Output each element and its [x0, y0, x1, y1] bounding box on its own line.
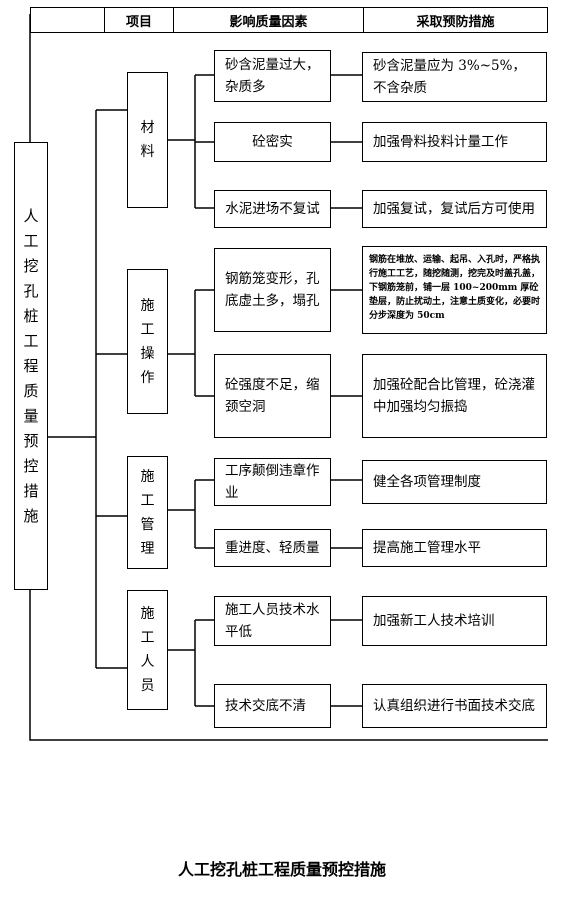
vertical-char: 量 [23, 406, 39, 425]
vertical-char: 桩 [23, 306, 39, 325]
vertical-char: 挖 [23, 256, 39, 275]
factor-box: 工序颠倒违章作业 [214, 458, 331, 506]
vertical-char: 施 [140, 297, 155, 314]
vertical-char: 控 [23, 456, 39, 475]
vertical-char: 工 [23, 331, 39, 350]
measure-box: 提高施工管理水平 [362, 529, 547, 567]
vertical-char: 措 [23, 481, 39, 500]
vertical-char: 施 [140, 468, 155, 485]
header-factor: 影响质量因素 [173, 7, 364, 33]
vertical-char: 施 [23, 506, 39, 525]
factor-box: 技术交底不清 [214, 684, 331, 728]
group-box-management: 施工管理 [127, 456, 168, 569]
root-title-box: 人工挖孔桩工程质量预控措施 [14, 142, 48, 590]
measure-box: 加强骨料投料计量工作 [362, 122, 547, 162]
factor-box: 水泥进场不复试 [214, 190, 331, 228]
measure-box: 钢筋在堆放、运输、起吊、入孔时，严格执行施工工艺，随挖随测，挖完及时盖孔盖，下钢… [362, 246, 547, 334]
vertical-char: 工 [140, 321, 155, 338]
measure-box: 健全各项管理制度 [362, 460, 547, 504]
measure-box: 认真组织进行书面技术交底 [362, 684, 547, 728]
vertical-char: 理 [140, 540, 155, 557]
vertical-char: 员 [140, 678, 155, 694]
group-box-operation: 施工操作 [127, 269, 168, 414]
measure-box: 砂含泥量应为 3%~5%，不含杂质 [362, 52, 547, 102]
vertical-char: 人 [140, 654, 155, 670]
vertical-char: 工 [140, 630, 155, 646]
header-measure: 采取预防措施 [363, 7, 548, 33]
measure-box: 加强砼配合比管理，砼浇灌中加强均匀振捣 [362, 354, 547, 438]
vertical-char: 料 [140, 144, 155, 160]
vertical-char: 质 [23, 381, 39, 400]
measure-box: 加强新工人技术培训 [362, 596, 547, 646]
measure-box: 加强复试，复试后方可使用 [362, 190, 547, 228]
vertical-char: 操 [140, 345, 155, 362]
vertical-char: 材 [140, 120, 155, 136]
figure-caption: 人工挖孔桩工程质量预控措施 [177, 860, 386, 879]
vertical-char: 人 [23, 206, 39, 225]
header-item: 项目 [104, 7, 174, 33]
factor-box: 砼密实 [214, 122, 331, 162]
factor-box: 钢筋笼变形，孔底虚土多，塌孔 [214, 248, 331, 332]
factor-box: 砼强度不足，缩颈空洞 [214, 354, 331, 438]
vertical-char: 程 [23, 356, 39, 375]
group-box-materials: 材料 [127, 72, 168, 208]
vertical-char: 预 [23, 431, 39, 450]
vertical-char: 管 [140, 516, 155, 533]
vertical-char: 工 [140, 492, 155, 509]
vertical-char: 工 [23, 231, 39, 250]
factor-box: 砂含泥量过大，杂质多 [214, 50, 331, 102]
factor-box: 施工人员技术水平低 [214, 596, 331, 646]
factor-box: 重进度、轻质量 [214, 529, 331, 567]
header-blank-cell [30, 7, 105, 33]
vertical-char: 孔 [23, 281, 39, 300]
vertical-char: 作 [140, 369, 155, 386]
vertical-char: 施 [140, 606, 155, 622]
group-box-personnel: 施工人员 [127, 590, 168, 710]
